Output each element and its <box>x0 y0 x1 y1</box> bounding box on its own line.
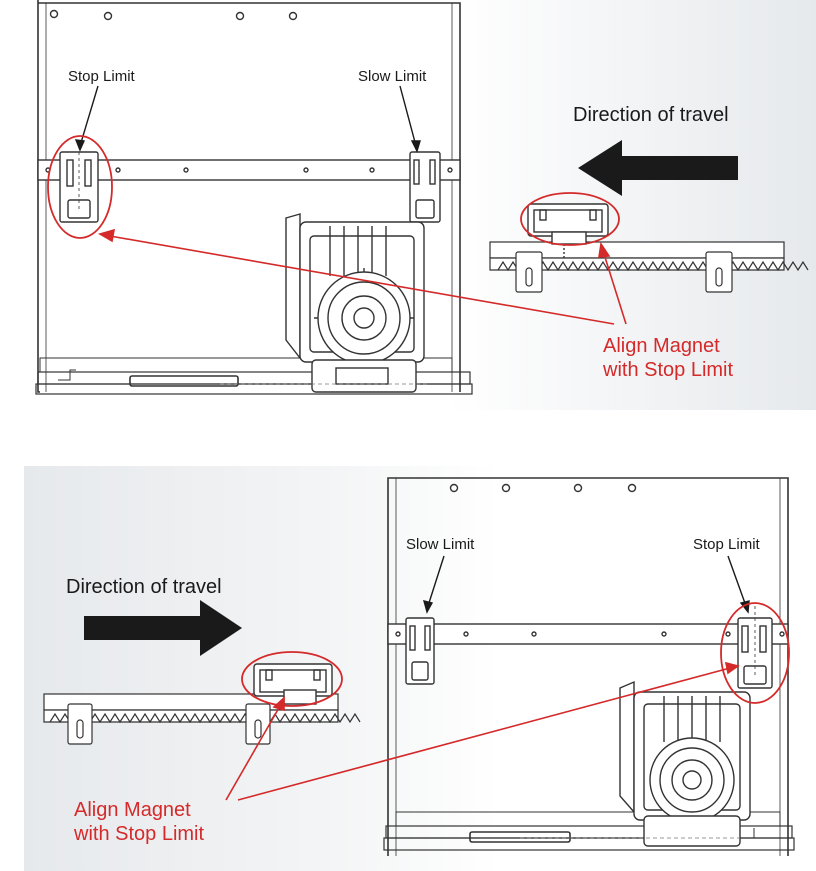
slow-limit-label: Slow Limit <box>358 68 427 85</box>
stop-limit-bracket <box>59 140 99 223</box>
bottom-gate-drawing <box>43 477 795 856</box>
top-diagram-panel: Stop Limit Slow Limit Direction of trave… <box>0 0 816 410</box>
align-magnet-label-line1: Align Magnet <box>74 799 191 821</box>
slow-limit-label: Slow Limit <box>406 536 475 553</box>
stop-limit-label: Stop Limit <box>693 536 760 553</box>
gate-frame <box>35 0 473 395</box>
gate-frame <box>383 477 795 856</box>
align-pointer-lines <box>97 228 627 325</box>
gear-rack <box>489 241 809 293</box>
gate-motor <box>619 680 751 847</box>
gate-motor <box>285 213 425 393</box>
stop-limit-bracket <box>737 606 773 689</box>
slow-limit-bracket <box>405 617 435 685</box>
bottom-diagram-panel: Slow Limit Stop Limit Direction of trave… <box>0 466 816 871</box>
direction-label: Direction of travel <box>66 576 222 598</box>
top-rail-holes <box>449 483 637 493</box>
align-magnet-label-line2: with Stop Limit <box>74 823 205 845</box>
top-gate-drawing <box>35 0 809 395</box>
callout-arrows <box>423 555 750 614</box>
magnet-bottom <box>253 663 333 705</box>
limit-bar <box>37 159 461 181</box>
highlight-ellipses <box>241 602 790 707</box>
top-rail-holes <box>49 9 298 21</box>
limit-bar <box>387 623 789 645</box>
align-pointer-lines <box>225 661 740 801</box>
right-arrow-icon <box>84 600 242 656</box>
slow-limit-bracket <box>409 151 441 223</box>
gear-rack <box>43 693 361 745</box>
highlight-ellipses <box>47 135 620 246</box>
callout-arrows <box>74 85 421 153</box>
align-magnet-label-line1: Align Magnet <box>603 335 720 357</box>
magnet-top <box>527 203 609 260</box>
align-magnet-label-line2: with Stop Limit <box>603 359 734 381</box>
stop-limit-label: Stop Limit <box>68 68 135 85</box>
left-arrow-icon <box>578 140 738 196</box>
direction-label: Direction of travel <box>573 104 729 126</box>
